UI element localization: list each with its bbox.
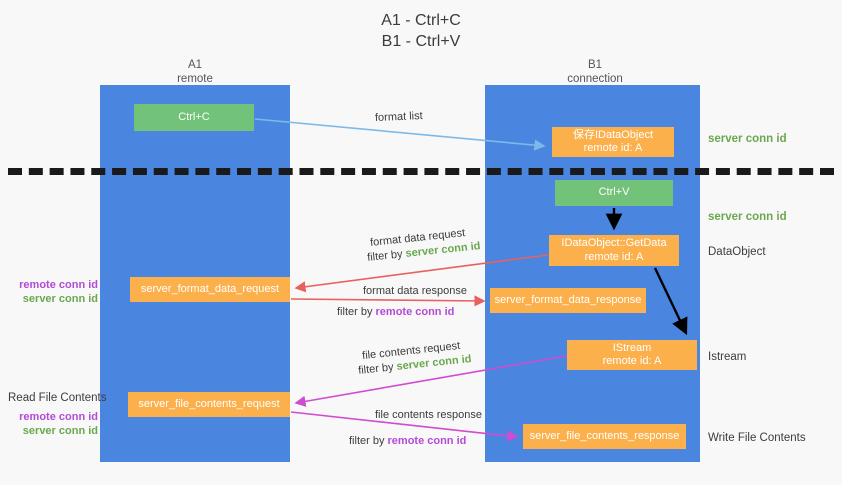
node-ctrl-c[interactable]: Ctrl+C bbox=[134, 104, 254, 131]
side-label-server-conn-id-mid: server conn id bbox=[708, 211, 787, 223]
node-server-file-contents-request-label: server_file_contents_request bbox=[138, 397, 280, 410]
filter-prefix: filter by bbox=[366, 247, 407, 264]
node-ctrl-c-label: Ctrl+C bbox=[178, 110, 210, 123]
node-istream-title: IStream bbox=[612, 341, 652, 354]
lane-a1-name: A1 bbox=[187, 59, 203, 71]
flow-label-format-list: format list bbox=[374, 109, 423, 125]
flow-filter-format-data-response: filter by remote conn id bbox=[337, 305, 454, 320]
node-istream[interactable]: IStream remote id: A bbox=[567, 340, 697, 370]
left-label-remote-conn-id-1: remote conn id bbox=[19, 279, 98, 291]
phase-divider bbox=[8, 168, 834, 175]
side-label-write-file-contents: Write File Contents bbox=[708, 432, 806, 444]
node-server-format-data-request[interactable]: server_format_data_request bbox=[130, 277, 290, 302]
node-idataobject-getdata[interactable]: IDataObject::GetData remote id: A bbox=[549, 235, 679, 266]
page-title: A1 - Ctrl+C B1 - Ctrl+V bbox=[0, 10, 842, 52]
left-label-remote-conn-id-2: remote conn id bbox=[19, 411, 98, 423]
left-label-server-conn-id-2: server conn id bbox=[22, 425, 98, 437]
node-server-file-contents-request[interactable]: server_file_contents_request bbox=[128, 392, 290, 417]
filter-key-remote-conn-id: remote conn id bbox=[375, 306, 455, 318]
node-server-format-data-response[interactable]: server_format_data_response bbox=[490, 288, 646, 313]
node-ctrl-v-label: Ctrl+V bbox=[598, 186, 630, 199]
lane-a1-role: remote bbox=[177, 73, 213, 85]
left-label-group-format: remote conn id server conn id bbox=[8, 278, 98, 306]
node-getdata-subtitle: remote id: A bbox=[584, 250, 644, 263]
filter-prefix: filter by bbox=[349, 435, 388, 447]
node-istream-subtitle: remote id: A bbox=[602, 355, 662, 367]
flow-label-format-data-response: format data response bbox=[363, 285, 467, 297]
node-server-file-contents-response[interactable]: server_file_contents_response bbox=[523, 424, 686, 449]
side-label-server-conn-id-top: server conn id bbox=[708, 133, 787, 145]
node-save-idataobject-subtitle: remote id: A bbox=[583, 142, 643, 154]
node-ctrl-v[interactable]: Ctrl+V bbox=[555, 180, 673, 206]
node-server-format-data-response-label: server_format_data_response bbox=[494, 293, 642, 306]
side-label-dataobject: DataObject bbox=[708, 246, 766, 258]
flow-label-file-contents-response: file contents response bbox=[375, 409, 483, 421]
node-server-format-data-request-label: server_format_data_request bbox=[140, 282, 280, 295]
title-line-1: A1 - Ctrl+C bbox=[381, 12, 461, 29]
node-save-idataobject[interactable]: 保存IDataObject remote id: A bbox=[552, 127, 674, 157]
title-line-2: B1 - Ctrl+V bbox=[381, 33, 461, 50]
left-label-server-conn-id-1: server conn id bbox=[22, 293, 98, 305]
node-getdata-title: IDataObject::GetData bbox=[561, 237, 667, 249]
lane-b1-name: B1 bbox=[587, 59, 603, 71]
lane-header-a1: A1 remote bbox=[120, 58, 270, 86]
flow-filter-file-contents-response: filter by remote conn id bbox=[349, 434, 466, 449]
filter-prefix: filter by bbox=[357, 360, 398, 377]
filter-prefix: filter by bbox=[337, 306, 376, 318]
filter-key-remote-conn-id: remote conn id bbox=[387, 435, 467, 447]
lane-header-b1: B1 connection bbox=[520, 58, 670, 86]
side-label-istream: Istream bbox=[708, 351, 747, 363]
node-server-file-contents-response-label: server_file_contents_response bbox=[529, 429, 680, 442]
arrow-format-data-response bbox=[290, 295, 486, 307]
lane-b1-role: connection bbox=[567, 73, 623, 85]
left-label-read-file-contents: Read File Contents bbox=[8, 392, 107, 404]
left-label-group-file: remote conn id server conn id bbox=[8, 410, 98, 438]
node-save-idataobject-title: 保存IDataObject bbox=[572, 128, 654, 141]
